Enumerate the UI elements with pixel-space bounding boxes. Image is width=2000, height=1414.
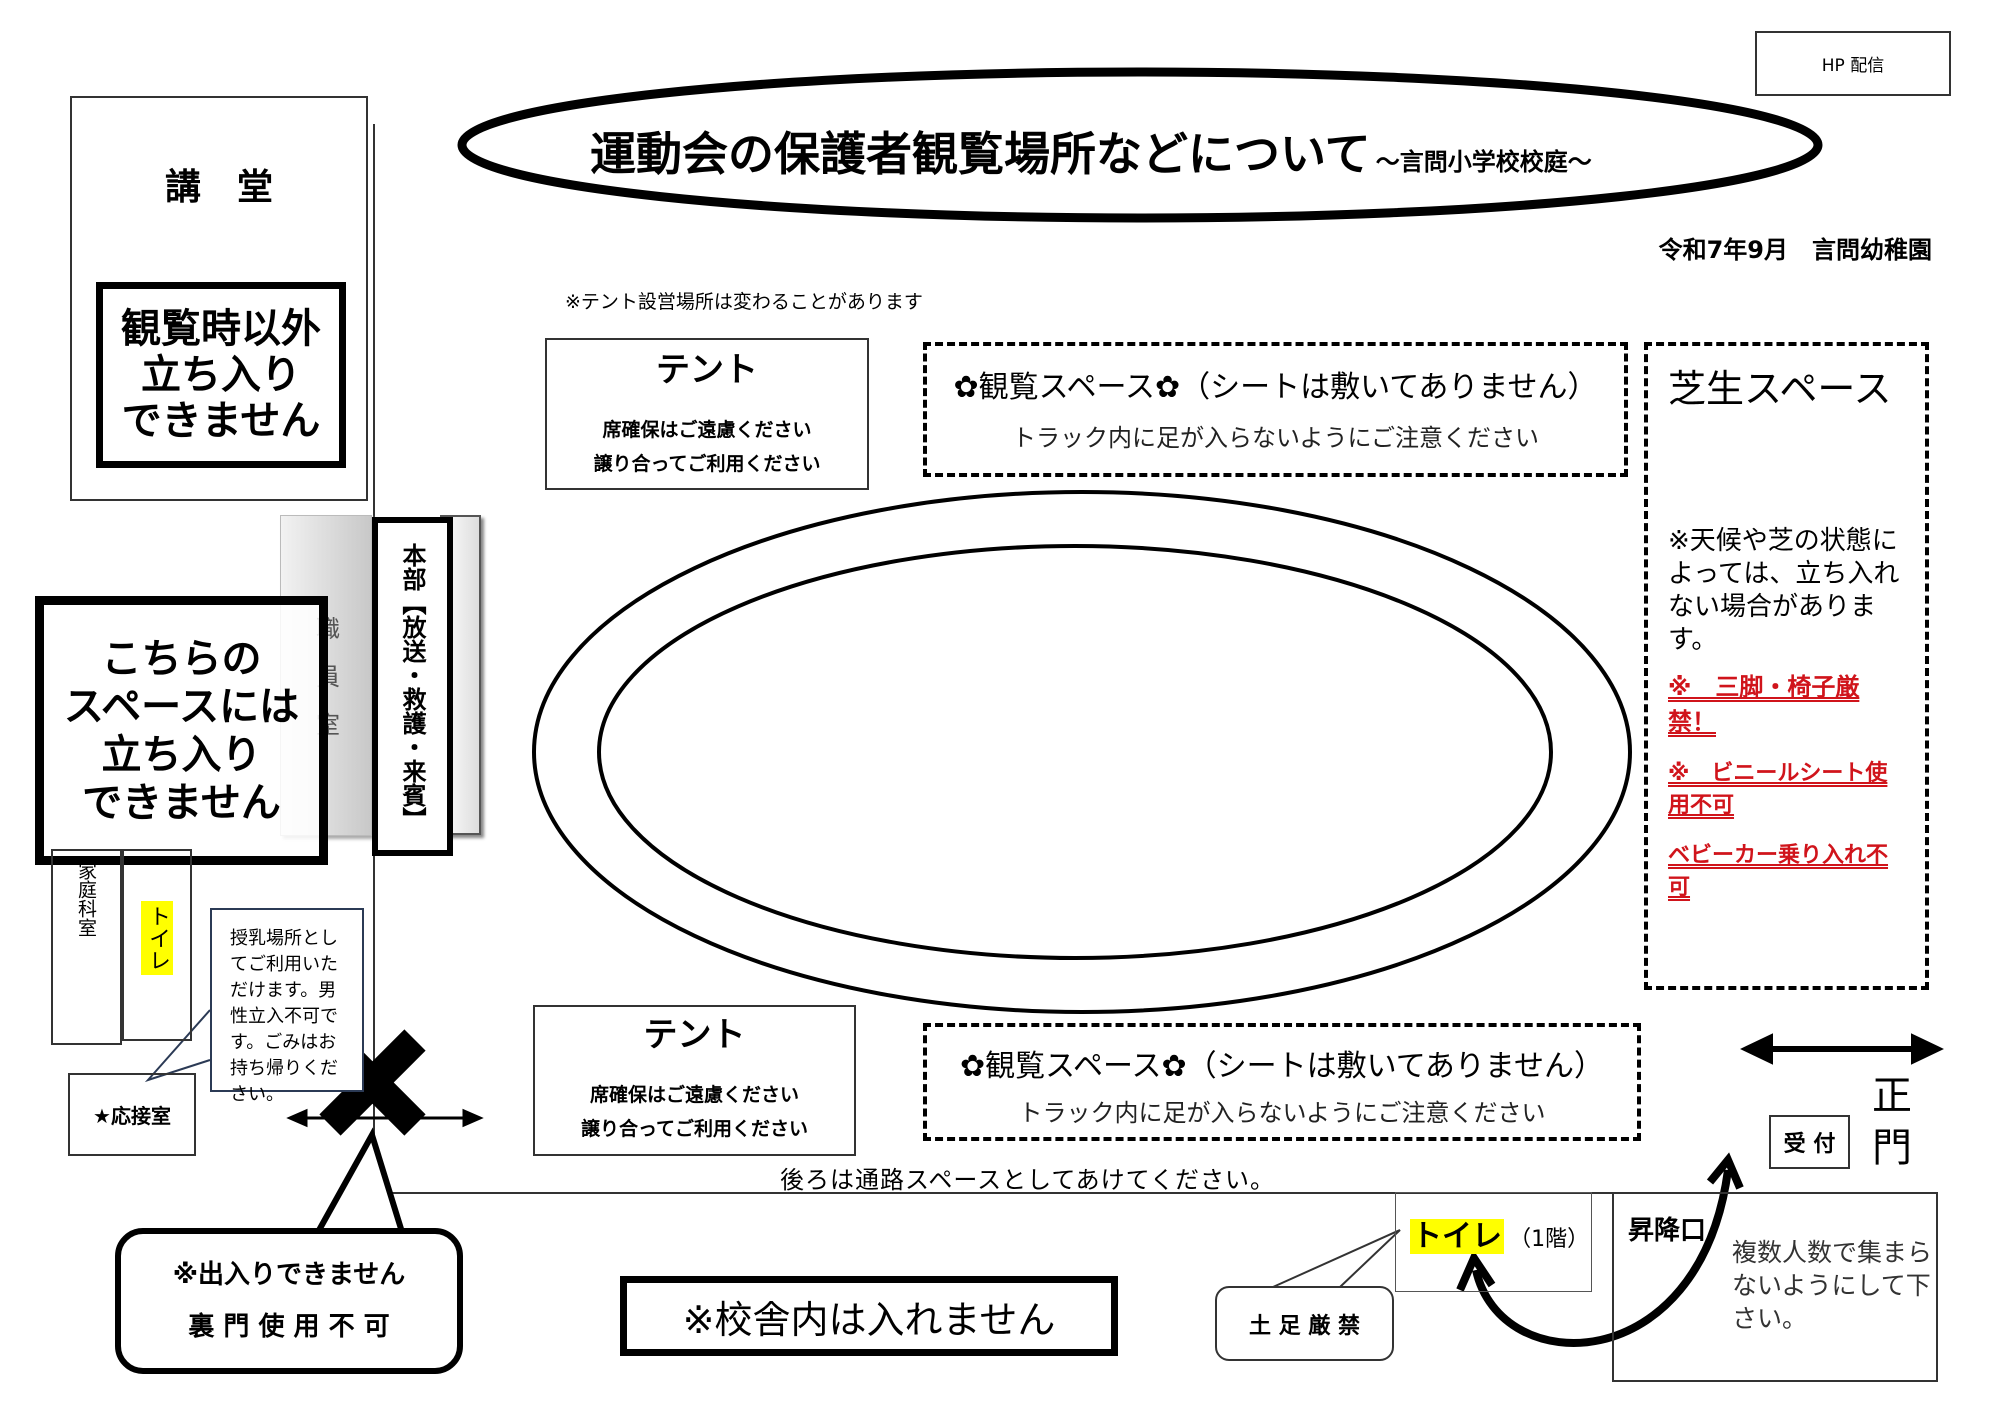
lawn-rule: ※ ビニールシート使用不可: [1668, 761, 1888, 818]
lawn-space: 芝生スペース ※天候や芝の状態によっては、立ち入れない場合があります。 ※ 三脚…: [1644, 342, 1929, 990]
viewing-title: ✿観覧スペース✿（シートは敷いてありません）: [953, 370, 1598, 405]
title-text: 運動会の保護者観覧場所などについて: [590, 127, 1371, 181]
lawn-title: 芝生スペース: [1668, 367, 1892, 411]
tent-line: 席確保はご遠慮ください: [589, 1084, 799, 1106]
back-gate-callout: ※出入りできません 裏 門 使 用 不 可: [115, 1228, 463, 1374]
tent-title: テント: [643, 1015, 746, 1055]
notice-line: 観覧時以外: [121, 306, 321, 352]
auditorium-notice: 観覧時以外 立ち入り できません: [96, 282, 346, 468]
no-shoes-label: 土 足 厳 禁: [1249, 1313, 1360, 1339]
main-gate-char: 門: [1872, 1125, 1912, 1171]
track-outer: [532, 490, 1632, 1014]
subtitle-text: ～言問小学校校庭～: [1375, 148, 1592, 176]
notice-line: できません: [82, 779, 281, 826]
auditorium-label: 講 堂: [164, 167, 273, 208]
tent-line: 譲り合ってご利用ください: [593, 453, 821, 475]
nursing-callout: 授乳場所としてご利用いただけます。男性立入不可です。ごみはお持ち帰りください。: [210, 908, 364, 1105]
reception-desk: 受 付: [1769, 1115, 1850, 1169]
no-shoes-callout: 土 足 厳 禁: [1215, 1286, 1394, 1361]
notice-line: こちらの: [101, 635, 262, 682]
tent-top: テント 席確保はご遠慮ください 譲り合ってご利用ください: [545, 338, 869, 490]
viewing-note: トラック内に足が入らないようにご注意ください: [1018, 1099, 1546, 1127]
school-building-text: ※校舎内は入れません: [682, 1297, 1056, 1342]
hq-label: 本部【放送・救護・来賓】: [398, 542, 426, 831]
nursing-note: 授乳場所としてご利用いただけます。男性立入不可です。ごみはお持ち帰りください。: [230, 928, 338, 1105]
viewing-note: トラック内に足が入らないようにご注意ください: [1011, 424, 1540, 452]
viewing-space-bottom: ✿観覧スペース✿（シートは敷いてありません） トラック内に足が入らないようにご注…: [923, 1023, 1641, 1141]
back-gate-line1: ※出入りできません: [172, 1260, 406, 1290]
viewing-space-top: ✿観覧スペース✿（シートは敷いてありません） トラック内に足が入らないようにご注…: [923, 342, 1628, 477]
toilet-left: トイレ: [122, 849, 192, 1041]
entrance: 昇降口 複数人数で集まらないようにして下さい。: [1612, 1192, 1938, 1382]
notice-line: できません: [121, 398, 321, 444]
main-gate: 正 門: [1872, 1070, 1912, 1174]
toilet-label: トイレ: [1410, 1219, 1504, 1254]
main-gate-arrow: [1740, 1033, 1944, 1065]
no-entry-notice: こちらの スペースには 立ち入り できません: [35, 596, 328, 865]
reception-label: 受 付: [1783, 1132, 1836, 1157]
home-ec-room: 家庭科室: [51, 849, 122, 1045]
notice-line: スペースには: [63, 683, 300, 730]
tent-title: テント: [656, 350, 758, 390]
toilet-floor: （1階）: [1509, 1227, 1590, 1252]
tent-bottom: テント 席確保はご遠慮ください 譲り合ってご利用ください: [533, 1005, 856, 1156]
back-gate-line2: 裏 門 使 用 不 可: [188, 1312, 390, 1342]
main-gate-char: 正: [1872, 1073, 1912, 1119]
lawn-note: ※天候や芝の状態によっては、立ち入れない場合があります。: [1668, 526, 1900, 655]
reception-room: ★応接室: [68, 1073, 196, 1156]
notice-line: 立ち入り: [101, 731, 262, 778]
lawn-rule: ベビーカー乗り入れ不可: [1668, 843, 1889, 900]
tent-line: 席確保はご遠慮ください: [602, 419, 812, 441]
school-building-notice: ※校舎内は入れません: [620, 1276, 1118, 1356]
toilet-left-label: トイレ: [141, 901, 173, 975]
viewing-title: ✿観覧スペース✿（シートは敷いてありません）: [960, 1049, 1604, 1084]
tent-line: 譲り合ってご利用ください: [580, 1118, 809, 1140]
date-org: 令和7年9月 言問幼稚園: [1658, 236, 1932, 264]
tent-note: ※テント設営場所は変わることがあります: [565, 291, 923, 313]
notice-line: 立ち入り: [141, 352, 301, 398]
hp-label-box: HP 配信: [1755, 31, 1951, 96]
entrance-note: 複数人数で集まらないようにして下さい。: [1732, 1238, 1933, 1333]
back-gate-arrow: [286, 1108, 484, 1128]
toilet-first-floor: トイレ （1階）: [1395, 1192, 1592, 1292]
lawn-rule: ※ 三脚・椅子厳禁！: [1668, 673, 1860, 736]
entrance-label: 昇降口: [1628, 1216, 1707, 1246]
reception-room-label: ★応接室: [93, 1104, 171, 1128]
headquarters: 本部【放送・救護・来賓】: [372, 517, 453, 856]
hp-label: HP 配信: [1821, 56, 1885, 76]
auditorium: 講 堂: [70, 96, 368, 501]
home-ec-label: 家庭科室: [75, 861, 97, 937]
track-inner: [597, 544, 1553, 960]
passage-note: 後ろは通路スペースとしてあけてください。: [780, 1166, 1275, 1194]
page-title: 運動会の保護者観覧場所などについて ～言問小学校校庭～: [590, 118, 1690, 184]
